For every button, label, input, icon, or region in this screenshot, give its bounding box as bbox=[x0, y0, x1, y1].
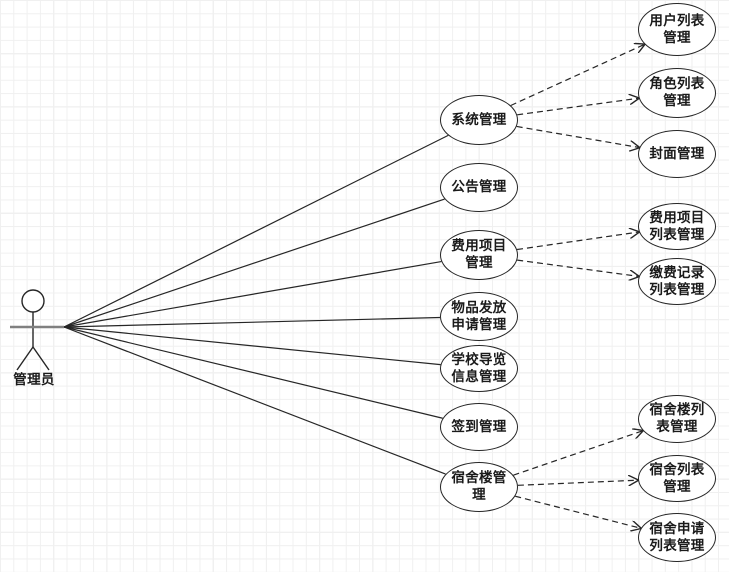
use-case-label: 宿舍申请 列表管理 bbox=[649, 520, 705, 554]
use-case-fee[interactable]: 费用项目 管理 bbox=[440, 230, 518, 280]
include-dorm-to-room-list bbox=[517, 480, 638, 485]
include-sys-to-user-list bbox=[510, 44, 645, 107]
use-case-cover[interactable]: 封面管理 bbox=[638, 130, 716, 178]
include-fee-to-payment-list bbox=[517, 259, 639, 276]
use-case-label: 公告管理 bbox=[451, 179, 507, 195]
association-dorm bbox=[63, 326, 446, 475]
actor-head-icon bbox=[21, 289, 45, 313]
use-case-fee-item-list[interactable]: 费用项目 列表管理 bbox=[638, 203, 716, 250]
association-fee bbox=[63, 260, 442, 328]
use-case-label: 物品发放 申请管理 bbox=[451, 299, 507, 333]
association-goods bbox=[63, 316, 441, 328]
administrator-actor[interactable] bbox=[4, 284, 68, 384]
use-case-label: 宿舍列表 管理 bbox=[649, 461, 705, 495]
use-case-signin[interactable]: 签到管理 bbox=[440, 403, 518, 451]
use-case-notice[interactable]: 公告管理 bbox=[440, 163, 518, 212]
use-case-payment-list[interactable]: 缴费记录 列表管理 bbox=[638, 258, 716, 305]
use-case-goods[interactable]: 物品发放 申请管理 bbox=[440, 292, 518, 341]
association-guide bbox=[63, 326, 441, 366]
association-signin bbox=[63, 326, 443, 419]
include-sys-to-cover bbox=[516, 125, 640, 147]
use-case-guide[interactable]: 学校导览 信息管理 bbox=[440, 345, 518, 392]
association-sys bbox=[63, 134, 449, 328]
use-case-label: 系统管理 bbox=[451, 111, 507, 128]
use-case-label: 学校导览 信息管理 bbox=[451, 351, 507, 385]
use-case-room-list[interactable]: 宿舍列表 管理 bbox=[638, 455, 716, 502]
actor-label: 管理员 bbox=[13, 372, 55, 388]
use-case-user-list[interactable]: 用户列表 管理 bbox=[638, 3, 716, 56]
use-case-apply-list[interactable]: 宿舍申请 列表管理 bbox=[638, 513, 716, 562]
use-case-role-list[interactable]: 角色列表 管理 bbox=[638, 68, 716, 118]
use-case-label: 用户列表 管理 bbox=[649, 12, 705, 46]
actor-leg-right-icon bbox=[32, 346, 50, 371]
use-case-label: 封面管理 bbox=[649, 145, 705, 162]
include-dorm-to-apply-list bbox=[515, 495, 641, 528]
use-case-label: 费用项目 管理 bbox=[451, 238, 507, 271]
use-case-building-list[interactable]: 宿舍楼列 表管理 bbox=[638, 395, 716, 443]
use-case-sys[interactable]: 系统管理 bbox=[440, 95, 518, 145]
use-case-label: 费用项目 列表管理 bbox=[649, 209, 705, 243]
include-sys-to-role-list bbox=[517, 98, 639, 116]
use-case-label: 缴费记录 列表管理 bbox=[649, 264, 705, 298]
association-notice bbox=[63, 198, 445, 328]
use-case-dorm[interactable]: 宿舍楼管 理 bbox=[440, 462, 518, 512]
use-case-label: 角色列表 管理 bbox=[649, 76, 705, 109]
use-case-label: 宿舍楼管 理 bbox=[451, 470, 507, 503]
include-dorm-to-building-list bbox=[513, 431, 643, 476]
include-fee-to-fee-item-list bbox=[516, 232, 639, 251]
use-case-label: 签到管理 bbox=[451, 418, 507, 435]
actor-leg-left-icon bbox=[16, 346, 34, 371]
use-case-label: 宿舍楼列 表管理 bbox=[649, 402, 705, 435]
